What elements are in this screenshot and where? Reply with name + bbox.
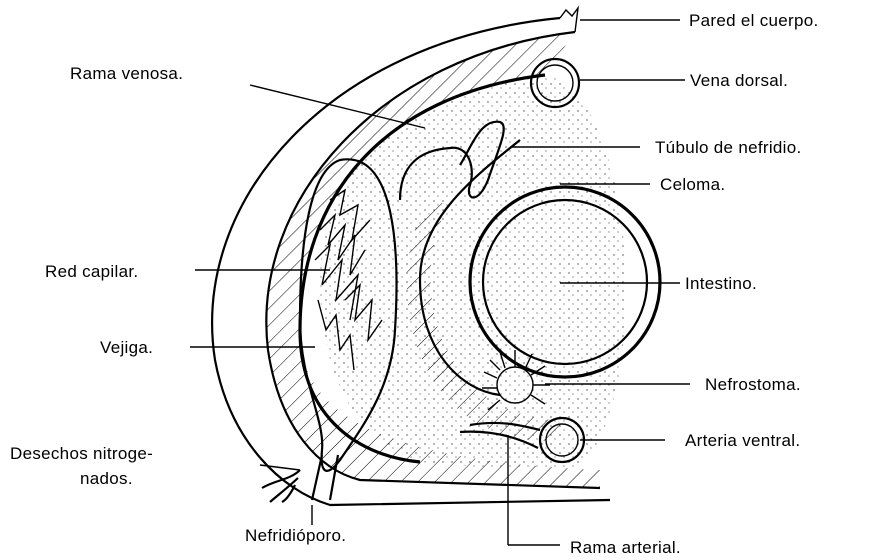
label-nefrostoma: Nefrostoma.	[705, 375, 801, 394]
label-desechos-2: nados.	[80, 469, 133, 488]
label-vejiga: Vejiga.	[100, 338, 153, 357]
label-arteria-ventral: Arteria ventral.	[685, 431, 800, 450]
label-nefridioporo: Nefridióporo.	[245, 526, 346, 545]
label-celoma: Celoma.	[660, 175, 725, 194]
nitrogen-waste	[262, 470, 300, 502]
label-tubulo-nefridio: Túbulo de nefridio.	[655, 138, 802, 157]
label-rama-venosa: Rama venosa.	[70, 64, 183, 83]
label-pared-cuerpo: Pared el cuerpo.	[689, 11, 819, 30]
label-vena-dorsal: Vena dorsal.	[690, 71, 788, 90]
body-wall-cut-top	[560, 8, 578, 32]
label-rama-arterial: Rama arterial.	[570, 538, 681, 557]
label-desechos-1: Desechos nitroge-	[10, 444, 153, 463]
label-red-capilar: Red capilar.	[45, 262, 138, 281]
label-intestino: Intestino.	[685, 274, 757, 293]
